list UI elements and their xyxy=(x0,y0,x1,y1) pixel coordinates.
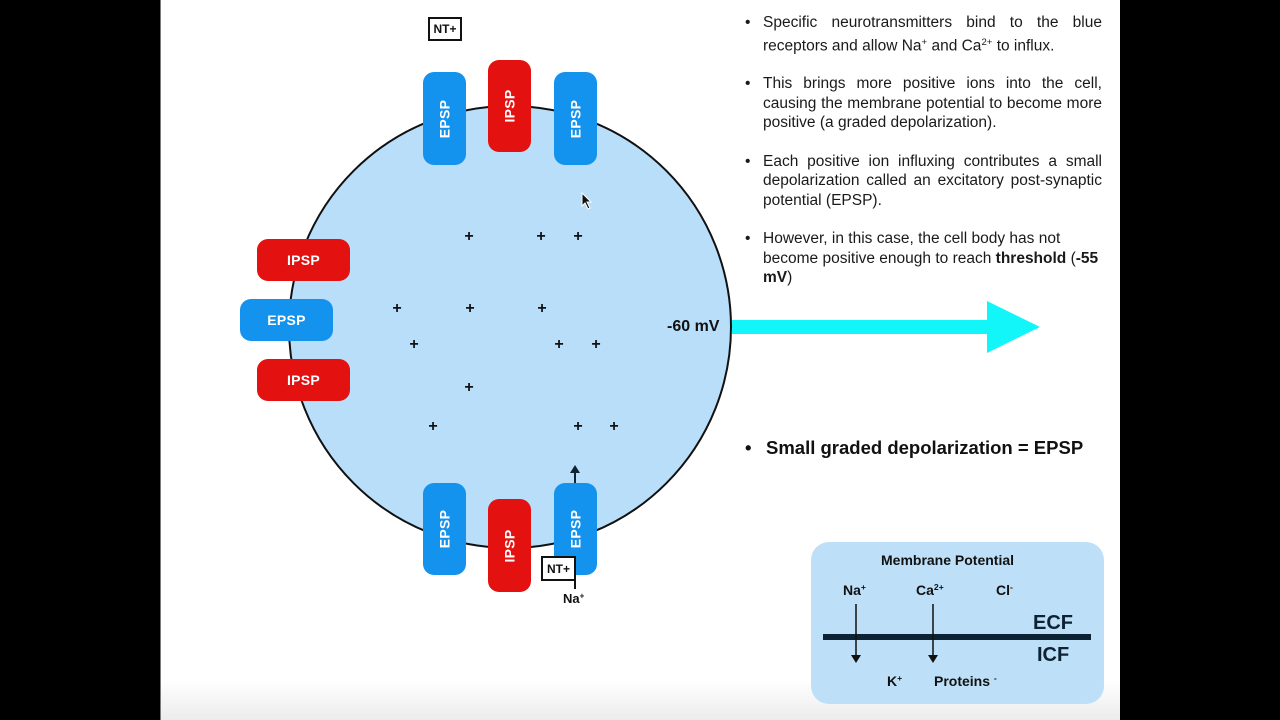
ion-charge: - xyxy=(1010,582,1013,593)
charge-superscript: + xyxy=(921,36,928,48)
ion-name: K xyxy=(887,673,898,689)
bullet-item: This brings more positive ions into the … xyxy=(745,74,1102,133)
receptor-label: IPSP xyxy=(286,252,321,268)
receptor-label: EPSP xyxy=(567,99,584,138)
positive-ion: + xyxy=(465,300,475,317)
na-influx-arrow-head xyxy=(851,655,861,663)
nt-label: NT+ xyxy=(546,561,570,576)
cell-body xyxy=(288,105,732,549)
receptor-label: EPSP xyxy=(267,312,306,328)
receptor-bottom-epsp-left: EPSP xyxy=(423,483,466,575)
bullet-text: ) xyxy=(787,269,793,287)
ion-ca: Ca2+ xyxy=(916,582,944,598)
ion-k: K+ xyxy=(887,673,902,689)
receptor-label: EPSP xyxy=(436,99,453,138)
threshold-value: -55 mV xyxy=(763,249,1099,287)
receptor-label: EPSP xyxy=(436,509,453,549)
ion-cl: Cl- xyxy=(996,582,1013,598)
positive-ion: + xyxy=(392,300,402,317)
ion-charge: + xyxy=(897,673,903,684)
ion-charge: + xyxy=(860,582,866,593)
ion-name: Proteins xyxy=(934,673,994,689)
bullet-text: ( xyxy=(1066,249,1076,267)
receptor-top-epsp-left: EPSP xyxy=(423,72,466,165)
positive-ion: + xyxy=(573,228,583,245)
bullet-item: However, in this case, the cell body has… xyxy=(745,229,1102,288)
membrane-potential-panel: Membrane Potential Na+ Ca2+ Cl- ECF ICF … xyxy=(811,542,1104,704)
bullet-list: Specific neurotransmitters bind to the b… xyxy=(745,13,1102,307)
positive-ion: + xyxy=(573,418,583,435)
potential-arrow-head xyxy=(987,301,1040,353)
bullet-text: Specific neurotransmitters bind to the b… xyxy=(763,14,1102,54)
panel-title: Membrane Potential xyxy=(881,552,1015,568)
bullet-item: Each positive ion influxing contributes … xyxy=(745,152,1102,211)
receptor-left-epsp: EPSP xyxy=(240,299,333,341)
bullet-text: and Ca xyxy=(927,36,982,54)
membrane-potential-value: -60 mV xyxy=(667,318,720,335)
membrane-bar xyxy=(823,634,1091,640)
ion-charge: + xyxy=(579,591,585,601)
receptor-left-ipsp-bottom: IPSP xyxy=(257,359,350,401)
na-ion-label: Na+ xyxy=(563,591,584,606)
receptor-left-ipsp-top: IPSP xyxy=(257,239,350,281)
positive-ion: + xyxy=(428,418,438,435)
positive-ion: + xyxy=(554,336,564,353)
bullet-text: However, in this case, the cell body has… xyxy=(763,230,1061,267)
ca-influx-arrow-head xyxy=(928,655,938,663)
charge-superscript: 2+ xyxy=(981,36,993,48)
influx-arrow-head xyxy=(570,465,580,473)
positive-ion: + xyxy=(536,228,546,245)
receptor-label: IPSP xyxy=(286,372,321,388)
positive-ion: + xyxy=(409,336,419,353)
summary-bullet: Small graded depolarization = EPSP xyxy=(745,437,1083,459)
threshold-term: threshold xyxy=(995,249,1067,267)
receptor-label: IPSP xyxy=(501,528,518,563)
ion-charge: - xyxy=(993,673,997,684)
receptor-label: IPSP xyxy=(501,89,518,123)
ecf-label: ECF xyxy=(1033,612,1073,634)
positive-ion: + xyxy=(464,379,474,396)
positive-ion: + xyxy=(464,228,474,245)
neurotransmitter-top: NT+ xyxy=(428,17,462,41)
icf-label: ICF xyxy=(1037,644,1070,666)
nt-label: NT+ xyxy=(433,22,457,36)
positive-ion: + xyxy=(591,336,601,353)
ion-na: Na+ xyxy=(843,582,866,598)
summary-text: Small graded depolarization = EPSP xyxy=(766,437,1084,458)
positive-ion: + xyxy=(609,418,619,435)
potential-arrow-shaft xyxy=(732,320,988,334)
neurotransmitter-bound: NT+ xyxy=(541,556,576,581)
mouse-cursor-icon xyxy=(581,192,593,210)
ion-proteins: Proteins - xyxy=(934,673,997,689)
ion-name: Cl xyxy=(996,582,1010,598)
receptor-top-ipsp: IPSP xyxy=(488,60,531,152)
bullet-text: to influx. xyxy=(992,36,1055,54)
receptor-label: EPSP xyxy=(567,509,584,549)
bullet-item: Specific neurotransmitters bind to the b… xyxy=(745,13,1102,55)
membrane-schematic xyxy=(823,604,1091,663)
ion-name: Na xyxy=(843,582,861,598)
receptor-top-epsp-right: EPSP xyxy=(554,72,597,165)
ion-name: Ca xyxy=(916,582,934,598)
ion-name: Na xyxy=(563,591,580,606)
positive-ion: + xyxy=(537,300,547,317)
receptor-bottom-ipsp: IPSP xyxy=(488,499,531,592)
ion-charge: 2+ xyxy=(933,582,944,593)
